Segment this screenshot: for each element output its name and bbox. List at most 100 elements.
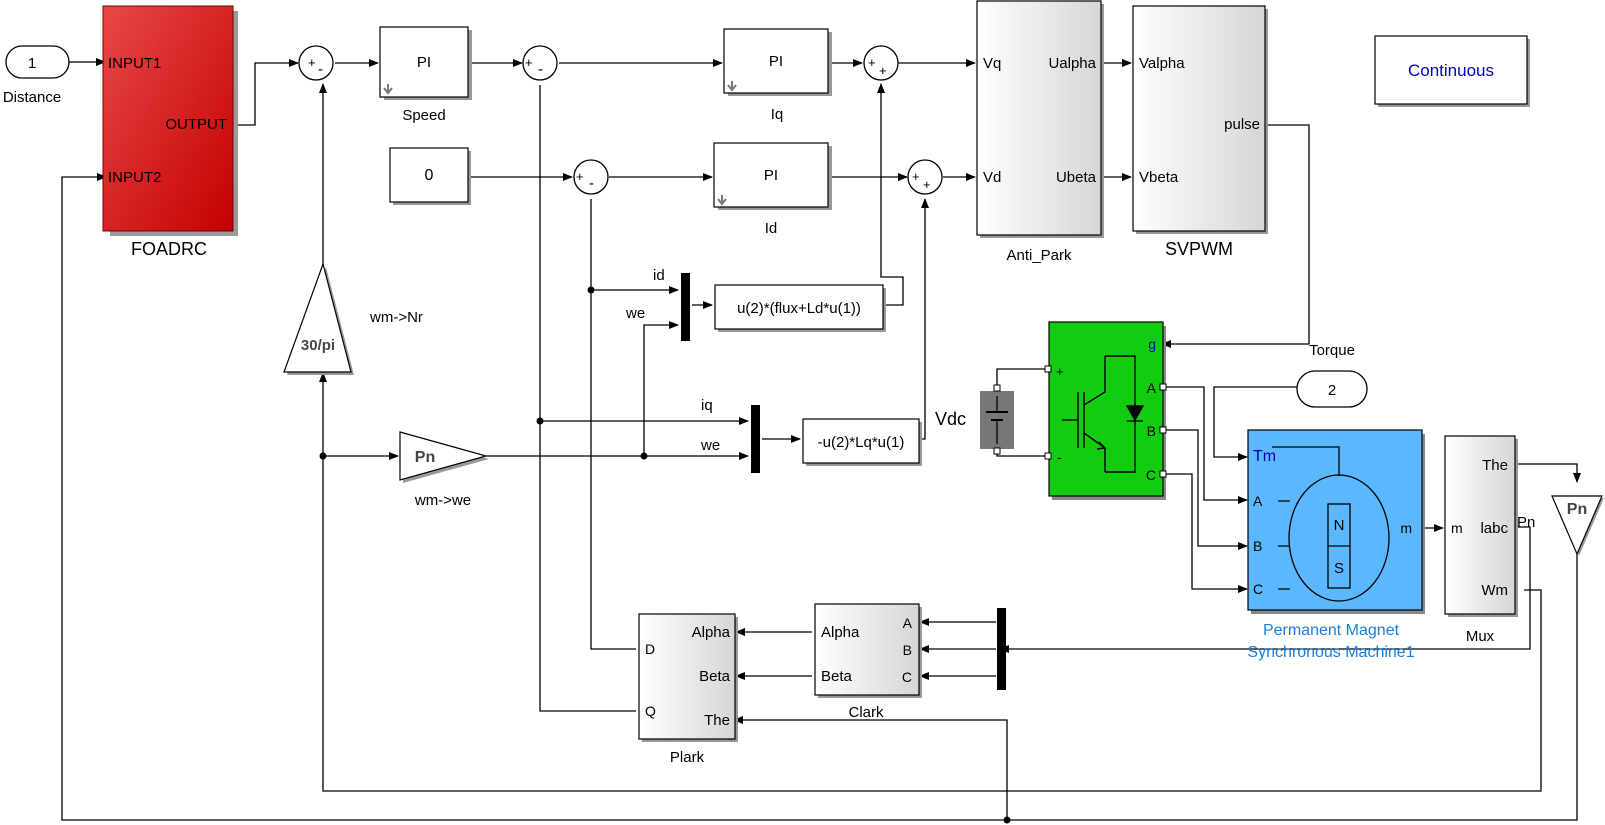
mux-out-labc: labc [1480, 520, 1508, 537]
signal-lines [61, 58, 1581, 821]
pi-id-name: Id [765, 220, 778, 237]
fcn-q-expression: u(2)*(flux+Ld*u(1)) [737, 300, 861, 317]
sum-vq-plus1: + [868, 55, 876, 70]
pi-speed-block[interactable]: PI [379, 26, 472, 100]
plark-out-q: Q [645, 703, 656, 719]
sum-iq-minus: - [538, 61, 543, 78]
svpwm-in-alpha: Valpha [1139, 55, 1185, 72]
clark-name: Clark [848, 704, 884, 721]
plark-in-beta: Beta [699, 668, 731, 685]
sum-iq-plus: + [525, 55, 533, 70]
mux-bar-d[interactable] [751, 405, 760, 473]
signal-label-id: id [653, 267, 665, 284]
gain-nr-block[interactable]: 30/pi [283, 261, 354, 375]
signal-label-we2: we [700, 437, 720, 454]
anti-park-block[interactable]: Vq Vd Ualpha Ubeta [976, 0, 1104, 238]
svpwm-in-beta: Vbeta [1139, 169, 1179, 186]
plark-out-d: D [645, 641, 655, 657]
pmsm-c-label: C [1253, 581, 1263, 597]
torque-label: Torque [1309, 342, 1355, 359]
anti-park-in-vd: Vd [983, 169, 1001, 186]
plark-name: Plark [670, 749, 705, 766]
constant-zero-block[interactable]: 0 [389, 147, 471, 205]
pi-speed-label: PI [417, 54, 431, 71]
pi-iq-label: PI [769, 53, 783, 70]
foadrc-input1-label: INPUT1 [108, 55, 161, 72]
anti-park-out-alpha: Ualpha [1048, 55, 1096, 72]
sum-vq[interactable]: + + [863, 45, 899, 81]
sum-iq-error[interactable]: + - [522, 45, 558, 81]
sum-vd-plus1: + [912, 169, 920, 184]
pi-speed-name: Speed [402, 107, 445, 124]
demux-bar-abc[interactable] [997, 608, 1006, 690]
distance-label: Distance [3, 89, 61, 106]
pmsm-a-label: A [1253, 493, 1263, 509]
sum-vq-plus2: + [879, 63, 887, 78]
foadrc-block[interactable]: INPUT1 INPUT2 OUTPUT [102, 5, 238, 236]
fcn-d-expression: -u(2)*Lq*u(1) [818, 434, 905, 451]
plark-in-alpha: Alpha [692, 624, 731, 641]
dc-voltage-source[interactable] [980, 384, 1014, 455]
pi-iq-block[interactable]: PI [723, 28, 832, 96]
clark-in-b: B [903, 642, 912, 658]
inverter-minus-label: - [1057, 449, 1062, 465]
gain-pn-block[interactable]: Pn [1551, 495, 1604, 556]
sum-id-minus: - [589, 175, 594, 192]
branch-points [319, 286, 1011, 824]
clark-in-c: C [902, 669, 912, 685]
inverter-b-label: B [1147, 423, 1156, 439]
powergui-continuous-block[interactable]: Continuous [1374, 35, 1530, 107]
sum-speed-plus: + [308, 55, 316, 70]
fcn-q-block[interactable]: u(2)*(flux+Ld*u(1)) [714, 284, 886, 332]
igbt-diode-icon [1062, 355, 1145, 473]
clark-block[interactable]: Alpha Beta A B C [814, 603, 922, 698]
gain-we-label: wm->we [414, 492, 471, 509]
pmsm-b-label: B [1253, 538, 1262, 554]
pmsm-name-line1: Permanent Magnet [1263, 622, 1400, 639]
gain-we-value: Pn [415, 449, 435, 466]
sum-vd[interactable]: + + [907, 159, 943, 195]
anti-park-out-beta: Ubeta [1056, 169, 1097, 186]
inverter-bridge-block[interactable]: g + - A B C [1044, 321, 1167, 500]
svpwm-block[interactable]: Valpha Vbeta pulse [1132, 5, 1268, 234]
torque-inport[interactable]: 2 [1296, 370, 1368, 408]
reset-arrow-icon [727, 81, 737, 92]
sum-speed-minus: - [318, 61, 323, 78]
inverter-plus-label: + [1056, 364, 1064, 379]
inverter-c-label: C [1146, 467, 1156, 483]
sum-id-error[interactable]: + - [573, 159, 609, 195]
constant-zero-value: 0 [425, 167, 434, 184]
reset-arrow-icon [717, 195, 727, 206]
reset-arrow-icon [383, 84, 393, 95]
pi-id-block[interactable]: PI [713, 142, 832, 210]
distance-inport[interactable]: 1 [5, 45, 70, 79]
fcn-d-block[interactable]: -u(2)*Lq*u(1) [802, 418, 922, 466]
measurement-mux-block[interactable]: m The labc Wm [1444, 435, 1518, 617]
mux-in-m: m [1451, 520, 1463, 536]
gain-nr-value: 30/pi [301, 337, 335, 354]
plark-block[interactable]: D Q Alpha Beta The [638, 613, 738, 742]
signal-label-iq: iq [701, 397, 713, 414]
clark-in-a: A [903, 615, 913, 631]
pmsm-n-label: N [1334, 517, 1345, 534]
mux-out-wm: Wm [1481, 582, 1508, 599]
torque-port-number: 2 [1328, 382, 1336, 399]
foadrc-input2-label: INPUT2 [108, 169, 161, 186]
inverter-a-label: A [1147, 380, 1157, 396]
svpwm-name: SVPWM [1165, 239, 1233, 259]
svpwm-out-pulse: pulse [1224, 116, 1260, 133]
sum-vd-plus2: + [923, 177, 931, 192]
anti-park-in-vq: Vq [983, 55, 1001, 72]
inverter-g-label: g [1148, 336, 1156, 352]
mux-bar-q[interactable] [681, 273, 690, 341]
signal-label-pn: Pn [1517, 514, 1535, 531]
mux-name: Mux [1466, 628, 1495, 645]
distance-port-number: 1 [28, 55, 36, 72]
pi-id-label: PI [764, 167, 778, 184]
gain-we-block[interactable]: Pn [399, 431, 489, 483]
sum-speed-error[interactable]: + - [298, 45, 334, 81]
solver-label: Continuous [1408, 61, 1494, 80]
gain-pn-value: Pn [1567, 501, 1587, 518]
pmsm-block[interactable]: Tm A B C m N S [1247, 429, 1425, 614]
